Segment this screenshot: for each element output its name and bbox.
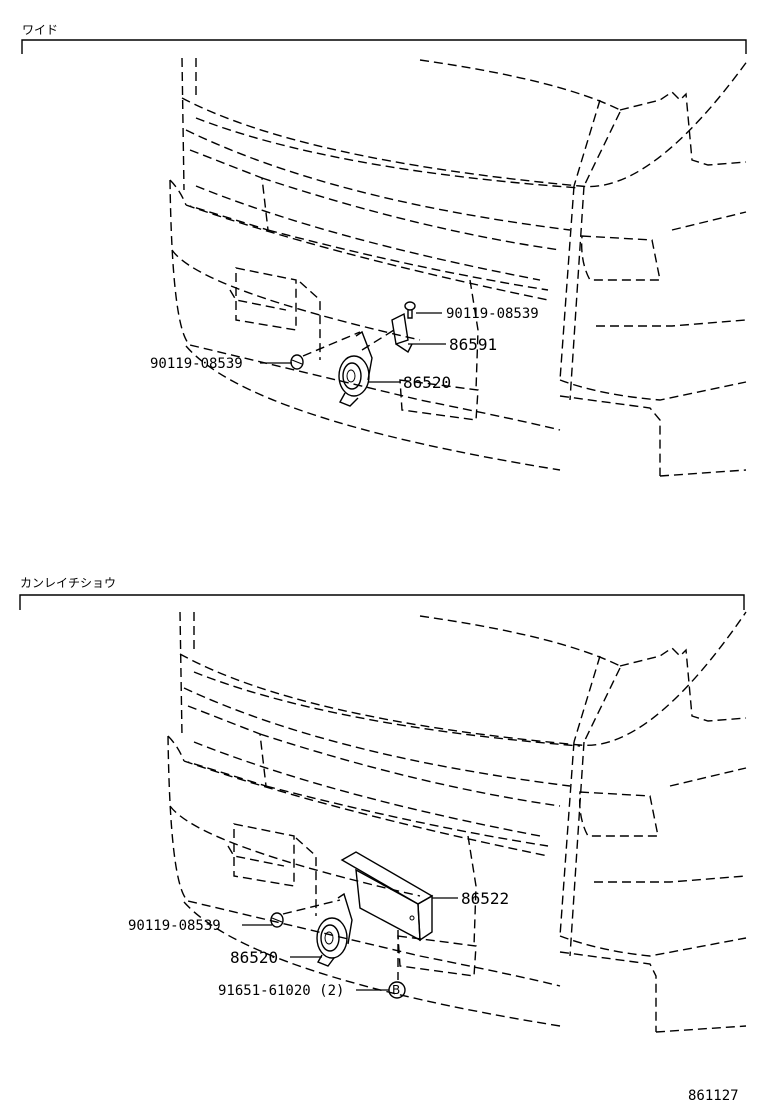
section-header: ワイド	[22, 23, 58, 37]
callout-clip: 91651-61020 (2)	[218, 983, 344, 999]
section-bracket-line	[21, 39, 747, 54]
bolt-90119-08539-left	[290, 354, 304, 370]
vehicle-outline	[169, 57, 749, 477]
bracket-86591	[391, 312, 413, 354]
section-bracket-line	[19, 594, 745, 610]
callout-horn: 86520	[403, 373, 451, 392]
section-cold-area: カンレイチショウ	[19, 576, 747, 1033]
bolt-90119-08539-top	[404, 301, 416, 319]
bolt-90119-08539-left	[270, 912, 284, 928]
clip-91651-61020: B	[388, 981, 406, 999]
horn-86520	[316, 892, 353, 967]
callout-bolt-left: 90119-08539	[128, 918, 221, 934]
vehicle-outline	[167, 611, 747, 1033]
horn-86520	[338, 330, 373, 407]
figure-id: 861127	[688, 1088, 739, 1104]
callout-bracket: 86591	[449, 335, 497, 354]
section-wide: ワイド	[21, 23, 749, 477]
section-header: カンレイチショウ	[20, 576, 116, 590]
callout-bracket: 86522	[461, 889, 509, 908]
bracket-86522	[340, 851, 434, 942]
svg-text:B: B	[392, 983, 400, 997]
callout-bolt-top: 90119-08539	[446, 306, 539, 322]
callout-bolt-left: 90119-08539	[150, 356, 243, 372]
callout-horn: 86520	[230, 948, 278, 967]
